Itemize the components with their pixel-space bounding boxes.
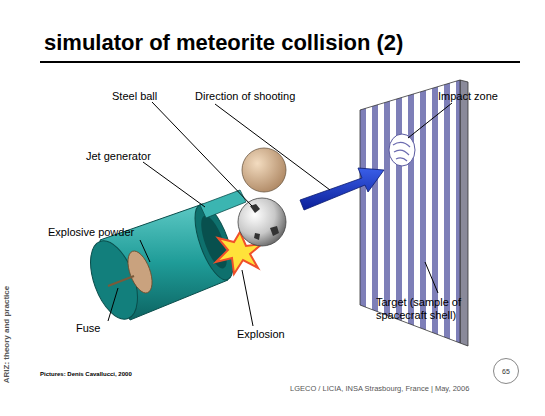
part-label: Explosive powder [48,226,134,239]
part-label: Steel ball [112,90,157,103]
page-number-circle: 65 [493,358,519,384]
credit-note: Pictures: Denis Cavallucci, 2000 [40,368,132,381]
part-label: Target (sample of spacecraft shell) [376,296,504,322]
side-note: ARIZ: theory and practice [0,270,13,400]
footer-note: LGECO / LICIA, INSA Strasbourg, France |… [290,382,469,395]
part-label: Explosion [237,328,285,341]
part-label: Impact zone [438,90,498,103]
part-label: Direction of shooting [195,90,295,103]
part-label: Fuse [76,322,100,335]
page-number: 65 [502,368,510,375]
slide-title: simulator of meteorite collision (2) [44,30,403,56]
part-label: Jet generator [86,150,151,163]
